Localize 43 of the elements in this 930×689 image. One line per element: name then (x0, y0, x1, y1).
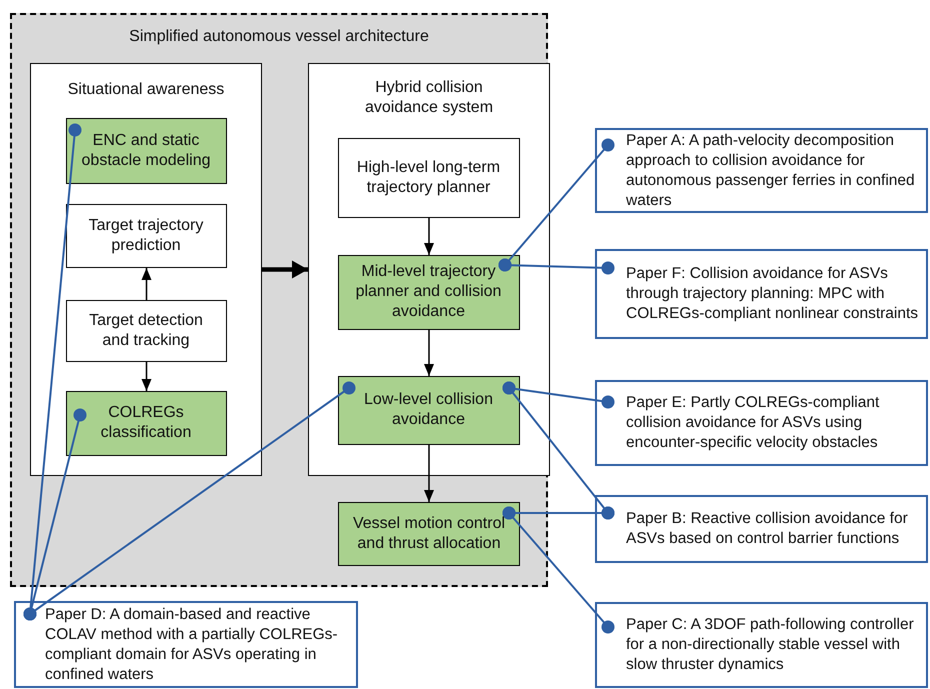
process-box (66, 300, 226, 362)
arrow (424, 218, 434, 255)
paper-title: Paper A: A path-velocity decomposition approach to collision avoidance for autonomous passenger ferries in confined waters (626, 130, 916, 210)
paper-title: Paper E: Partly COLREGs-compliant collision avoidance for ASVs using encounter-specific velocity obstacles (626, 393, 880, 453)
group-title: Simplified autonomous vessel architecture (128, 27, 430, 47)
paper-box (595, 602, 928, 688)
arrow (142, 362, 152, 391)
leader-line (498, 258, 614, 274)
box-label: Target trajectory prediction (88, 216, 204, 256)
arrow (424, 445, 434, 502)
paper-box (595, 380, 928, 466)
process-box (338, 502, 520, 566)
box-label: ENC and static obstacle modeling (80, 130, 212, 170)
paper-title: Paper C: A 3DOF path-following controller for a non-directionally stable vessel with slow thruster dynamics (626, 615, 915, 675)
box-label: Mid-level trajectory planner and collision avoidance (354, 262, 502, 322)
group-box (308, 63, 550, 476)
arrow (262, 260, 308, 278)
arrow (142, 268, 152, 300)
paper-title: Paper B: Reactive collision avoidance for ASVs based on control barrier functions (626, 509, 909, 549)
paper-box (595, 249, 928, 339)
leader-line (24, 382, 356, 620)
group-title: Hybrid collision avoidance system (364, 78, 494, 118)
paper-box (595, 495, 928, 563)
box-label: Vessel motion control and thrust allocation (352, 514, 506, 554)
leader-line (502, 506, 614, 634)
box-label: High-level long-term trajectory planner (356, 158, 502, 198)
paper-box (595, 128, 928, 213)
process-box (338, 376, 520, 444)
paper-box (14, 601, 358, 688)
paper-title: Paper F: Collision avoidance for ASVs through trajectory planning: MPC with COLREGs-compliant nonlinear constraints (626, 264, 920, 324)
paper-title: Paper D: A domain-based and reactive COLAV method with a partially COLREGs-compliant domain for ASVs operating in confined waters (45, 604, 339, 684)
process-box (66, 118, 226, 184)
group-title: Situational awareness (66, 80, 226, 100)
box-label: COLREGs classification (100, 403, 192, 443)
process-box (338, 138, 520, 218)
box-label: Target detection and tracking (88, 310, 204, 350)
process-box (338, 254, 520, 330)
group-box (30, 63, 262, 476)
system-boundary (10, 13, 548, 587)
arrow (424, 330, 434, 376)
box-label: Low-level collision avoidance (363, 390, 494, 430)
process-box (66, 390, 226, 456)
process-box (66, 204, 226, 268)
